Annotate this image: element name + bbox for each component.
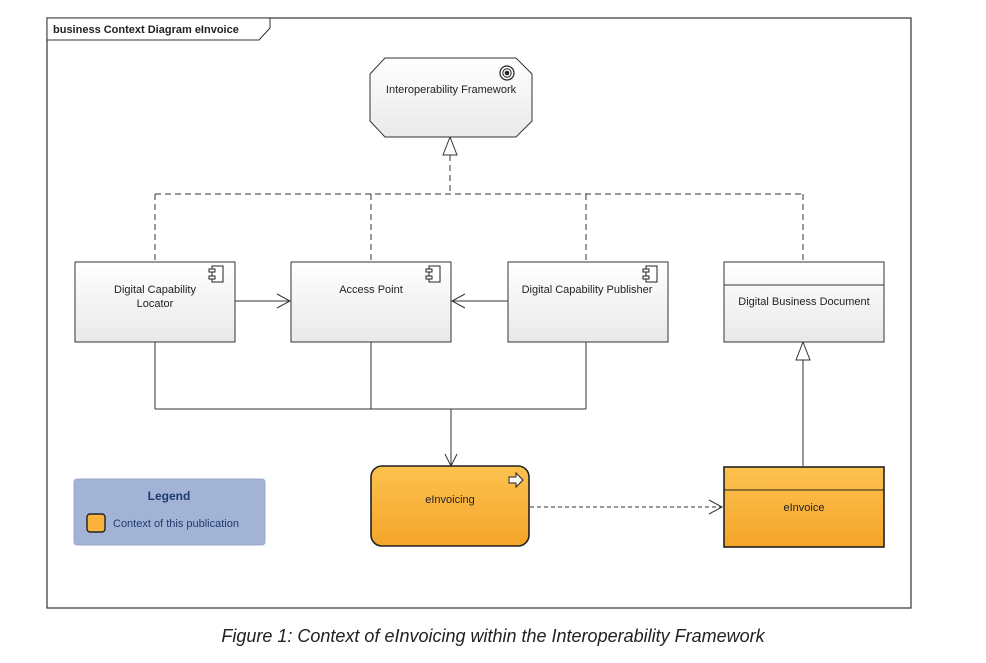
component-icon (425, 265, 441, 283)
usage-connectors (154, 293, 587, 468)
goal-icon (499, 65, 515, 81)
legend: Legend Context of this publication (73, 478, 266, 546)
frame-title: business Context Diagram eInvoice (53, 24, 239, 36)
realization-connectors (154, 155, 804, 262)
node-label: Digital Capability Publisher (522, 284, 653, 296)
node-label: Digital Business Document (738, 296, 869, 308)
node-label: eInvoice (784, 502, 825, 514)
dependency-arrowhead (708, 499, 724, 515)
node-digital-capability-publisher[interactable]: Digital Capability Publisher (507, 261, 669, 343)
node-einvoicing[interactable]: eInvoicing (370, 465, 530, 547)
node-label: Interoperability Framework (386, 84, 517, 96)
node-interoperability-framework[interactable]: Interoperability Framework (369, 57, 533, 138)
process-arrow-icon (508, 471, 524, 489)
figure-caption: Figure 1: Context of eInvoicing within t… (221, 626, 765, 646)
node-label-line1: Digital Capability (114, 284, 196, 296)
component-icon (208, 265, 224, 283)
generalization-arrowhead (795, 340, 811, 361)
component-icon (642, 265, 658, 283)
legend-title: Legend (148, 489, 191, 503)
node-digital-business-document[interactable]: Digital Business Document (723, 261, 885, 343)
node-einvoice[interactable]: eInvoice (723, 466, 885, 548)
frame-title-tab (46, 17, 271, 41)
realization-arrowhead (442, 135, 458, 156)
node-label: eInvoicing (425, 494, 475, 506)
node-label-line2: Locator (137, 298, 174, 310)
node-access-point[interactable]: Access Point (290, 261, 452, 343)
legend-item-label: Context of this publication (113, 518, 239, 530)
node-label: Access Point (339, 284, 403, 296)
legend-swatch (86, 513, 106, 533)
node-digital-capability-locator[interactable]: Digital Capability Locator (74, 261, 236, 343)
